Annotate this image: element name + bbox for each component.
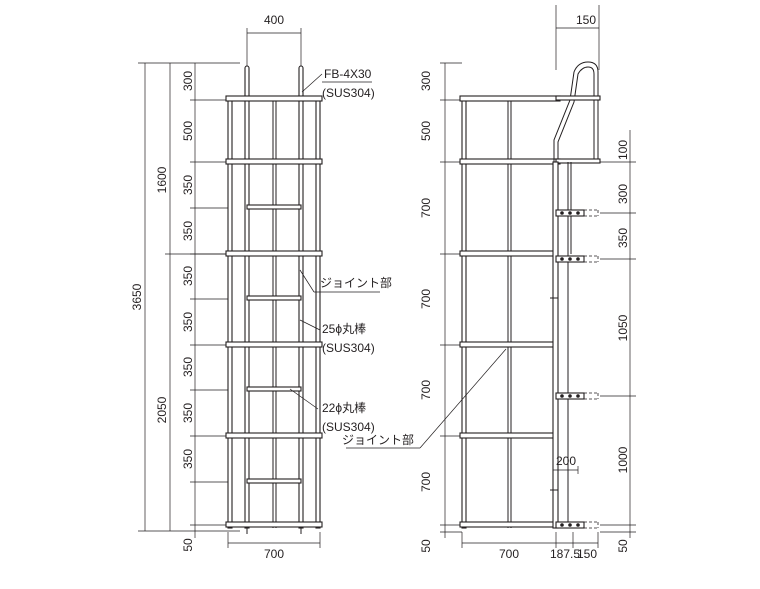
side-right-dim-label: 350: [616, 228, 630, 248]
front-total-height-label: 3650: [130, 283, 144, 310]
side-bottom-offset-b-label: 150: [577, 547, 597, 561]
side-inner-dim-label: 200: [556, 454, 576, 468]
fb-material-label: (SUS304): [322, 86, 375, 100]
bracket: [555, 392, 599, 400]
front-seg-label: 300: [181, 71, 195, 91]
bracket: [555, 255, 599, 263]
rod25-material-label: (SUS304): [322, 341, 375, 355]
side-right-dim-label: 50: [616, 539, 630, 553]
front-upper-height-label: 1600: [155, 166, 169, 193]
front-lower-height-label: 2050: [155, 396, 169, 423]
front-seg-label: 500: [181, 121, 195, 141]
front-seg-label: 350: [181, 266, 195, 286]
side-bottom-width-label: 700: [499, 547, 519, 561]
front-seg-label: 350: [181, 357, 195, 377]
front-view: 400 3650 1600 2050 300 500 350 350 350 3…: [130, 13, 392, 561]
side-right-dim-label: 300: [616, 184, 630, 204]
front-top-width-label: 400: [264, 13, 284, 27]
front-seg-label: 350: [181, 449, 195, 469]
side-right-dim-label: 1000: [616, 446, 630, 473]
bracket: [555, 521, 599, 529]
side-seg-label: 700: [419, 198, 433, 218]
side-seg-label: 700: [419, 472, 433, 492]
side-seg-label: 700: [419, 380, 433, 400]
front-seg-label: 350: [181, 312, 195, 332]
front-seg-label: 350: [181, 221, 195, 241]
bracket: [555, 209, 599, 217]
side-seg-label: 300: [419, 71, 433, 91]
side-seg-label: 700: [419, 289, 433, 309]
fb-spec-label: FB-4X30: [324, 67, 372, 81]
side-right-dim-label: 100: [616, 140, 630, 160]
front-seg-label: 350: [181, 403, 195, 423]
side-view: 150 300 500 700 700 700 700 50: [342, 5, 636, 561]
front-bottom-width-label: 700: [264, 547, 284, 561]
side-seg-label: 500: [419, 121, 433, 141]
side-right-dim-label: 1050: [616, 314, 630, 341]
side-top-offset-label: 150: [576, 13, 596, 27]
rod22-label: 22ϕ丸棒: [322, 401, 366, 415]
side-seg-label: 50: [419, 539, 433, 553]
joint-label-side: ジョイント部: [342, 432, 414, 447]
joint-label-front: ジョイント部: [320, 275, 392, 290]
front-seg-label: 50: [181, 538, 195, 552]
rod22-material-label: (SUS304): [322, 420, 375, 434]
front-seg-label: 350: [181, 175, 195, 195]
rod25-label: 25ϕ丸棒: [322, 322, 366, 336]
side-bottom-offset-a-label: 187.5: [550, 547, 580, 561]
